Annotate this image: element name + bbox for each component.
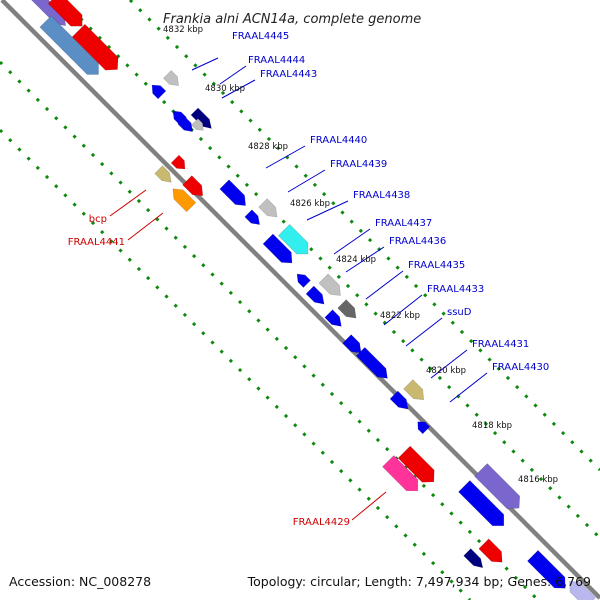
- tick-label-4: 4826 kbp: [290, 199, 330, 209]
- gene-arrow-32: [458, 480, 505, 527]
- tick-label-2: 4830 kbp: [205, 84, 245, 94]
- gene-label-ssuD: ssuD: [447, 307, 472, 318]
- gene-arrow-23: [324, 309, 342, 327]
- gene-arrow-24: [337, 299, 357, 319]
- gene-label-FRAAL4435: FRAAL4435: [408, 260, 465, 271]
- gene-arrow-6: [163, 70, 180, 87]
- gene-arrow-21: [305, 285, 325, 305]
- tick-row-outer: [128, 0, 600, 472]
- leader-FRAAL4433: [383, 294, 423, 326]
- gene-label-FRAAL4431: FRAAL4431: [472, 339, 529, 350]
- gene-features: [25, 0, 596, 600]
- leader-FRAAL4436: [345, 246, 385, 273]
- tick-label-8: 4818 kbp: [472, 421, 512, 431]
- leader-FRAAL4435: [365, 270, 404, 300]
- leader-FRAAL4445: [191, 57, 219, 71]
- gene-arrow-22: [318, 273, 341, 296]
- gene-arrow-4: [71, 23, 119, 71]
- topology-label: Topology: circular; Length: 7,497,934 bp…: [247, 574, 591, 589]
- gene-label-FRAAL4433: FRAAL4433: [427, 284, 484, 295]
- gene-label-bcp: bcp: [89, 214, 107, 225]
- gene-label-FRAAL4438: FRAAL4438: [353, 190, 410, 201]
- gene-arrow-27: [389, 390, 409, 410]
- accession-label: Accession: NC_008278: [9, 574, 151, 589]
- gene-arrow-30: [382, 455, 419, 492]
- gene-label-FRAAL4437: FRAAL4437: [375, 218, 432, 229]
- leader-FRAAL4429: [351, 491, 387, 521]
- tick-label-9: 4816 kbp: [518, 475, 558, 485]
- gene-arrow-10: [191, 118, 204, 131]
- gene-arrow-2: [47, 0, 83, 27]
- leader-FRAAL4438: [306, 200, 349, 221]
- gene-label-FRAAL4430: FRAAL4430: [492, 362, 549, 373]
- tick-label-3: 4828 kbp: [248, 142, 288, 152]
- gene-arrow-14: [172, 188, 197, 213]
- gene-arrow-31: [397, 445, 435, 483]
- gene-arrow-8: [177, 116, 194, 133]
- gene-arrow-20: [296, 273, 311, 288]
- gene-arrow-36: [527, 550, 566, 589]
- map-title: Frankia alni ACN14a, complete genome: [163, 12, 421, 27]
- leader-FRAAL4430: [449, 372, 488, 403]
- gene-arrow-13: [182, 175, 204, 197]
- gene-arrow-33: [474, 463, 521, 510]
- gene-arrow-18: [262, 233, 293, 264]
- gene-arrow-12: [170, 154, 186, 170]
- leader-FRAAL4439: [287, 169, 326, 193]
- gene-label-FRAAL4429: FRAAL4429: [293, 517, 350, 528]
- gene-arrow-34: [463, 548, 484, 569]
- tick-label-1: 4832 kbp: [163, 25, 203, 35]
- gene-arrow-16: [244, 209, 261, 226]
- leader-FRAAL4444: [219, 65, 247, 85]
- tick-row-inner-forward: [60, 0, 600, 540]
- gene-arrow-35: [478, 538, 503, 563]
- gene-arrow-26: [355, 346, 388, 379]
- gene-arrow-9: [190, 107, 212, 129]
- gene-arrow-37: [569, 581, 596, 600]
- leader-bcp: [109, 189, 147, 217]
- gene-labels: FRAAL4445FRAAL4444FRAAL4443FRAAL4440FRAA…: [68, 31, 550, 528]
- gene-arrow-17: [258, 198, 278, 218]
- gene-label-FRAAL4440: FRAAL4440: [310, 135, 367, 146]
- tick-label-5: 4824 kbp: [336, 255, 376, 265]
- leader-FRAAL4437: [333, 228, 371, 255]
- gene-arrow-5: [151, 84, 167, 100]
- gene-label-FRAAL4443: FRAAL4443: [260, 69, 317, 80]
- tick-label-7: 4820 kbp: [426, 366, 466, 376]
- gene-label-FRAAL4436: FRAAL4436: [389, 236, 446, 247]
- tick-label-6: 4822 kbp: [380, 311, 420, 321]
- leader-FRAAL4441: [127, 212, 164, 241]
- gene-arrow-25: [342, 334, 362, 354]
- gene-label-FRAAL4444: FRAAL4444: [248, 55, 305, 66]
- leader-FRAAL4440: [265, 145, 306, 169]
- leader-FRAAL4431: [430, 349, 468, 379]
- gene-arrow-19: [277, 223, 309, 255]
- gene-label-FRAAL4439: FRAAL4439: [330, 159, 387, 170]
- gene-label-FRAAL4445: FRAAL4445: [232, 31, 289, 42]
- gene-arrow-28: [403, 379, 425, 401]
- gene-arrow-29: [417, 421, 431, 435]
- gene-arrow-15: [219, 179, 246, 206]
- gene-label-FRAAL4441: FRAAL4441: [68, 237, 125, 248]
- gene-arrow-11: [154, 165, 172, 183]
- leader-ssuD: [405, 317, 443, 347]
- label-leader-lines: [109, 57, 488, 521]
- leader-FRAAL4443: [221, 79, 256, 99]
- tick-labels: 4832 kbp 4830 kbp 4828 kbp 4826 kbp 4824 kbp…: [163, 25, 558, 485]
